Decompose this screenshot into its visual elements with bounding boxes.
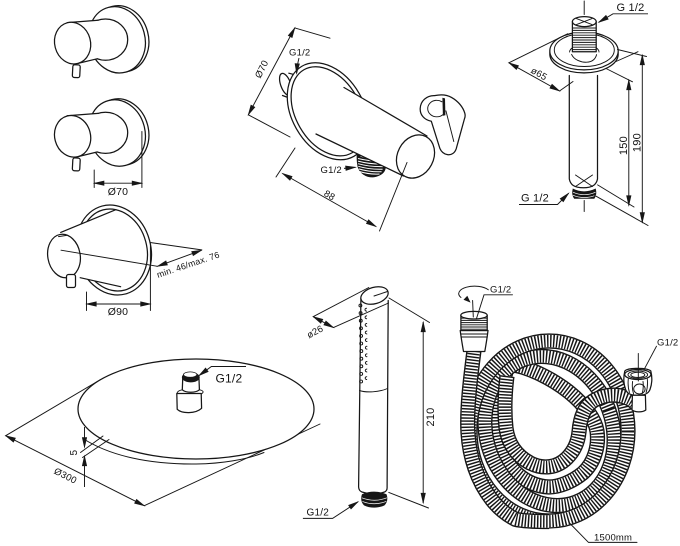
svg-text:210: 210 (425, 408, 437, 427)
svg-text:88: 88 (322, 188, 337, 203)
svg-text:190: 190 (632, 133, 644, 152)
svg-text:Ø90: Ø90 (108, 306, 128, 318)
svg-text:Ø70: Ø70 (108, 186, 128, 198)
svg-text:G1/2: G1/2 (216, 372, 243, 386)
svg-text:1500mm: 1500mm (594, 532, 632, 543)
svg-text:G 1/2: G 1/2 (521, 193, 549, 205)
svg-text:G1/2: G1/2 (289, 48, 310, 59)
svg-text:G 1/2: G 1/2 (617, 2, 645, 14)
svg-text:150: 150 (618, 136, 630, 155)
svg-text:G1/2: G1/2 (307, 508, 330, 519)
svg-text:G1/2: G1/2 (321, 165, 342, 176)
svg-text:5: 5 (69, 449, 80, 455)
svg-text:G1/2: G1/2 (490, 285, 511, 296)
svg-text:G1/2: G1/2 (657, 338, 678, 349)
